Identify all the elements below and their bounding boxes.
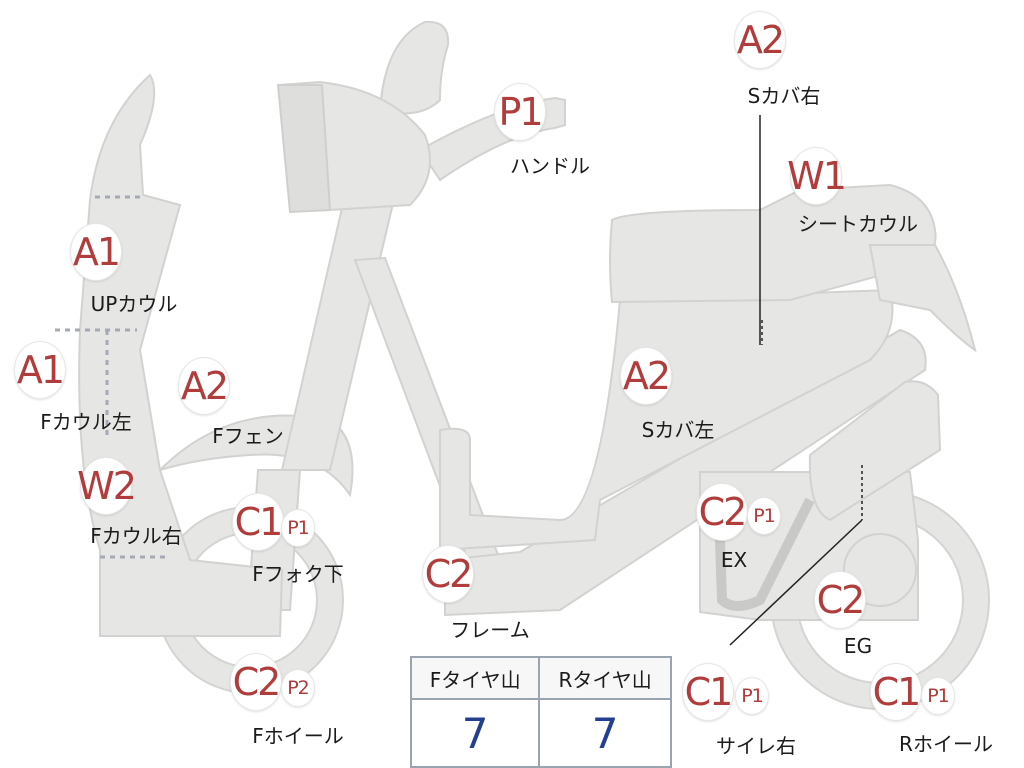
label-frame: フレーム [450, 618, 530, 642]
label-f-wheel: Fホイール [252, 724, 344, 748]
grade-badge-muffler-right-c: C1 [683, 664, 733, 720]
label-handle: ハンドル [510, 154, 590, 178]
grade-badge-f-wheel-p: P2 [282, 670, 314, 706]
tire-tread-front-value: 7 [409, 698, 541, 768]
seam-lines [55, 195, 170, 559]
muffler-shape [808, 380, 942, 522]
leader-lines [729, 115, 863, 646]
label-f-cowl-left: Fカウル左 [40, 410, 132, 434]
steering-column-shape [280, 194, 397, 471]
grade-badge-f-cowl-left: A1 [15, 342, 65, 398]
tire-tread-value-row: 7 7 [409, 698, 672, 768]
label-exhaust: EX [720, 548, 748, 572]
grade-badge-f-fender: A2 [179, 358, 229, 414]
tire-tread-front-header: Fタイヤ山 [409, 656, 541, 700]
seat-cowl-tail [868, 244, 977, 353]
label-r-wheel: Rホイール [899, 732, 993, 756]
tire-tread-table: Fタイヤ山 Rタイヤ山 7 7 [409, 656, 672, 768]
grade-badge-f-fork-lower-c: C1 [233, 494, 283, 550]
grade-badge-s-cover-left: A2 [621, 348, 671, 404]
label-f-fender: Fフェン [212, 424, 284, 448]
grade-badge-up-cowl: A1 [71, 224, 121, 280]
grade-badge-muffler-right-p: P1 [736, 678, 768, 714]
label-s-cover-left: Sカバ左 [641, 418, 715, 442]
label-engine: EG [843, 634, 873, 658]
grade-badge-r-wheel-p: P1 [922, 678, 954, 714]
exhaust-pipe-shape [715, 497, 815, 611]
grade-badge-f-wheel-c: C2 [231, 654, 281, 710]
label-muffler-right: サイレ右 [716, 734, 796, 758]
grade-badge-seat-cowl: W1 [787, 148, 847, 204]
grade-badge-frame: C2 [423, 546, 473, 602]
grade-badge-exhaust-c: C2 [697, 484, 747, 540]
label-f-fork-lower: Fフォク下 [252, 562, 344, 586]
mirror-shape [378, 20, 450, 115]
grade-badge-exhaust-p: P1 [748, 498, 780, 534]
label-s-cover-right: Sカバ右 [747, 84, 821, 108]
grade-badge-engine: C2 [815, 572, 865, 628]
handle-cover-front [276, 84, 332, 214]
grade-badge-r-wheel-c: C1 [871, 664, 921, 720]
grade-badge-f-cowl-right: W2 [77, 458, 137, 514]
grade-badge-f-fork-lower-p: P1 [282, 510, 314, 546]
tire-tread-rear-value: 7 [538, 698, 672, 768]
seat-shape [609, 183, 937, 304]
label-up-cowl: UPカウル [90, 292, 178, 316]
side-cover-shape [439, 288, 894, 552]
tire-tread-rear-header: Rタイヤ山 [538, 656, 672, 700]
label-f-cowl-right: Fカウル右 [90, 524, 182, 548]
grade-badge-handle: P1 [495, 84, 545, 140]
tire-tread-header-row: Fタイヤ山 Rタイヤ山 [409, 656, 672, 700]
label-seat-cowl: シートカウル [798, 212, 918, 236]
grade-badge-s-cover-right: A2 [735, 12, 785, 68]
